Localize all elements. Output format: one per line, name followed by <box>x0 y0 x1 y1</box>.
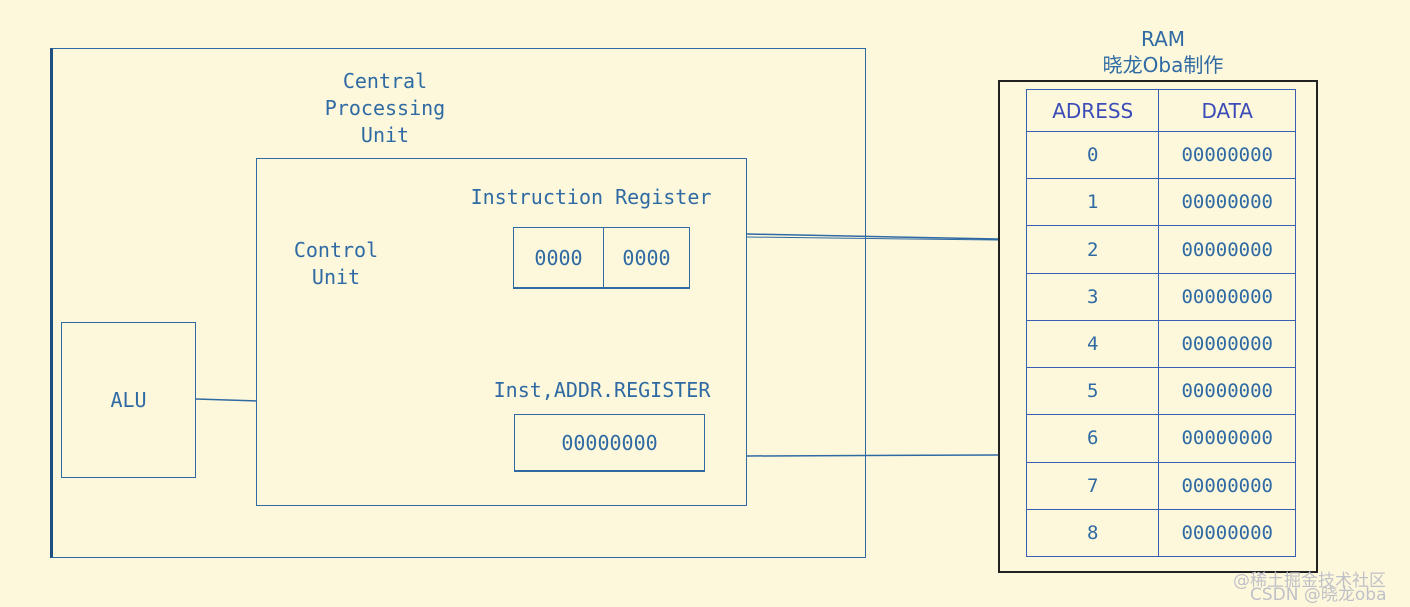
ram-data-cell: 00000000 <box>1158 225 1296 274</box>
ram-data-cell: 00000000 <box>1158 130 1296 180</box>
ram-data-cell: 00000000 <box>1158 508 1296 558</box>
alu-label: ALU <box>110 388 147 412</box>
ram-subtitle: 晓龙Oba制作 <box>1102 53 1224 77</box>
ram-frame <box>998 80 1318 573</box>
ram-address-cell: 4 <box>1025 319 1160 369</box>
control-unit-line: Unit <box>311 265 361 289</box>
control-unit-title: Control Unit <box>276 237 396 291</box>
watermark-line-1: @稀土掘金技术社区 <box>1233 571 1386 591</box>
ram-address-cell: 5 <box>1025 367 1160 416</box>
data-column-header: DATA <box>1158 89 1296 132</box>
ram-data-cell: 00000000 <box>1158 178 1296 227</box>
ram-address-cell: 7 <box>1025 461 1160 510</box>
address-register-label: Inst,ADDR.REGISTER <box>493 378 711 402</box>
ram-data-cell: 00000000 <box>1158 367 1296 416</box>
ram-address-cell: 0 <box>1025 130 1160 180</box>
instruction-register-opcode-cell: 0000 <box>513 227 604 289</box>
instruction-bus-wire-2 <box>746 236 999 241</box>
ram-data-cell: 00000000 <box>1158 414 1296 463</box>
control-unit-line: Control <box>293 238 379 262</box>
address-register-value: 00000000 <box>514 414 705 472</box>
ram-title: RAM 晓龙Oba制作 <box>1088 26 1238 78</box>
ram-address-cell: 3 <box>1025 272 1160 321</box>
address-column-header: ADRESS <box>1025 89 1160 132</box>
ram-header-row: ADRESS DATA <box>1025 89 1296 132</box>
control-unit-box <box>256 158 747 506</box>
cpu-box <box>50 48 866 558</box>
ram-data-cell: 00000000 <box>1158 319 1296 369</box>
ram-address-cell: 2 <box>1025 225 1160 274</box>
cpu-title: Central Processing Unit <box>305 68 465 149</box>
cpu-title-line: Unit <box>360 123 410 147</box>
cpu-title-line: Central <box>342 69 428 93</box>
instruction-register-label: Instruction Register <box>470 185 712 209</box>
alu-to-control-unit-wire <box>195 398 258 402</box>
ram-address-cell: 1 <box>1025 178 1160 227</box>
ram-data-cell: 00000000 <box>1158 461 1296 510</box>
instruction-register-operand-cell: 0000 <box>603 227 690 289</box>
ram-address-cell: 8 <box>1025 508 1160 558</box>
cpu-title-line: Processing <box>324 96 446 120</box>
ram-data-cell: 00000000 <box>1158 272 1296 321</box>
instruction-bus-wire <box>746 233 999 240</box>
ram-address-cell: 6 <box>1025 414 1160 463</box>
alu-box <box>61 322 196 478</box>
address-bus-wire <box>746 454 999 457</box>
ram-title-text: RAM <box>1140 27 1186 51</box>
watermark-line-2: CSDN @晓龙oba <box>1250 585 1387 605</box>
